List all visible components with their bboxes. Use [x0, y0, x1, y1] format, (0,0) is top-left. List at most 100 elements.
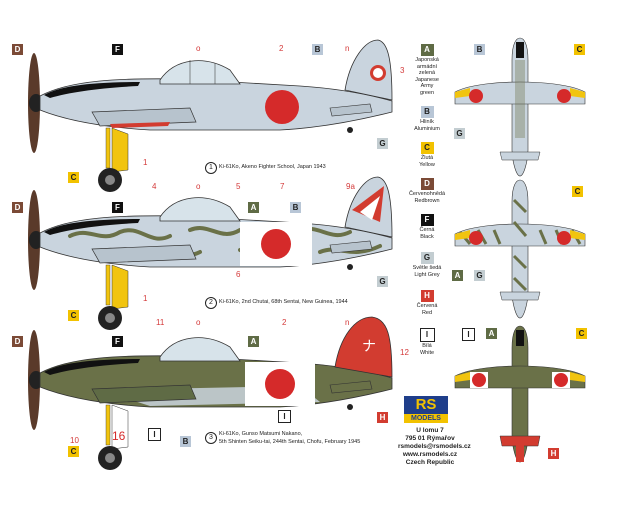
tag-B-p2: B: [290, 202, 301, 213]
address-city: 795 01 Rýmařov: [405, 435, 455, 442]
callout-o-p2: o: [196, 182, 201, 191]
callout-1-p1: 1: [143, 158, 148, 167]
callout-11-p3: 11: [156, 318, 165, 327]
tag-D-p2: D: [12, 202, 23, 213]
swatch-D: D: [420, 178, 434, 190]
tag-G-p2: G: [377, 276, 388, 287]
tag-C-p3: C: [68, 446, 79, 457]
canopy-3: [159, 337, 241, 362]
callout-7-p2: 7: [280, 182, 285, 191]
callout-2-p1: 2: [279, 44, 284, 53]
callout-9a-p2: 9a: [346, 182, 355, 191]
tag-B-p3: B: [180, 436, 191, 447]
hinomaru-1: [265, 90, 299, 124]
callout-6-p2: 6: [236, 270, 241, 279]
rs-models-logo: RS MODELS: [404, 396, 448, 424]
tag-C-top1: C: [574, 44, 585, 55]
tag-A-p2: A: [248, 202, 259, 213]
hinomaru-3: [265, 369, 295, 399]
address-street: U lomu 7: [416, 427, 444, 434]
swatch-F: F: [420, 214, 434, 226]
tag-A-top3: A: [486, 328, 497, 339]
address-country: Czech Republic: [405, 459, 455, 466]
tag-H-p3: H: [377, 412, 388, 423]
tag-A-top2: A: [452, 270, 463, 281]
tag-C-top2: C: [572, 186, 583, 197]
company-address: U lomu 7 795 01 Rýmařov rsmodels@rsmodel…: [398, 427, 471, 467]
callout-1-p2: 1: [143, 294, 148, 303]
top-view-2: [454, 179, 586, 319]
tag-D-p1: D: [12, 44, 23, 55]
tail-fin-3: [334, 316, 393, 378]
tag-C-top3: C: [576, 328, 587, 339]
swatch-A: A: [420, 44, 434, 56]
callout-n-p3: n: [345, 318, 350, 327]
swatch-C: C: [420, 142, 434, 154]
caption-2: Ki-61Ko, 2nd Chutai, 68th Sentai, New Gu…: [219, 299, 348, 305]
caption-num-1: 1: [205, 162, 217, 174]
swatch-G: G: [420, 252, 434, 264]
tag-G-top1: G: [454, 128, 465, 139]
swatch-I: I: [419, 328, 435, 342]
caption-3-line2: 5th Shinten Seiku-tai, 244th Sentai, Cho…: [219, 439, 361, 445]
tag-I-p3b: I: [278, 410, 291, 423]
tag-C-p1: C: [68, 172, 79, 183]
callout-12-p3: 12: [400, 348, 409, 357]
profile-1-aircraft: [28, 39, 393, 192]
swatch-B: B: [420, 106, 434, 118]
logo-models: MODELS: [404, 414, 448, 423]
callout-n-p1: n: [345, 44, 350, 53]
callout-o-p3: o: [196, 318, 201, 327]
top-view-1: [454, 37, 586, 177]
tag-B-p1: B: [312, 44, 323, 55]
tag-I-top3: I: [462, 328, 475, 341]
address-web: www.rsmodels.cz: [402, 451, 458, 458]
canopy-2: [159, 197, 241, 222]
logo-rs: RS: [404, 396, 448, 414]
hinomaru-2: [261, 229, 291, 259]
profile-3-aircraft: [28, 316, 393, 470]
top-view-3: [454, 325, 586, 463]
caption-3-line1: Ki-61Ko, Gunso Matsumi Nakano,: [219, 431, 303, 437]
callout-5-p2: 5: [236, 182, 241, 191]
tag-B-top1: B: [474, 44, 485, 55]
caption-1: Ki-61Ko, Akeno Fighter School, Japan 194…: [219, 164, 326, 170]
wheel-number-p3: 16: [112, 429, 126, 443]
tag-A-p3: A: [248, 336, 259, 347]
callout-2-p3: 2: [282, 318, 287, 327]
tag-I-p3: I: [148, 428, 161, 441]
swatch-H: H: [420, 290, 434, 302]
caption-num-3: 3: [205, 432, 217, 444]
tag-F-p3: F: [112, 336, 123, 347]
callout-3-p1: 3: [400, 66, 405, 75]
callout-o-p1: o: [196, 44, 201, 53]
tail-kana-p3: ナ: [362, 339, 376, 355]
profile-2-aircraft: [28, 176, 393, 330]
tag-G-top2: G: [474, 270, 485, 281]
address-email: rsmodels@rsmodels.cz: [398, 443, 471, 450]
tag-C-p2: C: [68, 310, 79, 321]
tail-fin-1: [344, 39, 393, 101]
canopy-1: [159, 60, 241, 85]
tag-H-top3: H: [548, 448, 559, 459]
tag-F-p2: F: [112, 202, 123, 213]
tag-D-p3: D: [12, 336, 23, 347]
tag-F-p1: F: [112, 44, 123, 55]
